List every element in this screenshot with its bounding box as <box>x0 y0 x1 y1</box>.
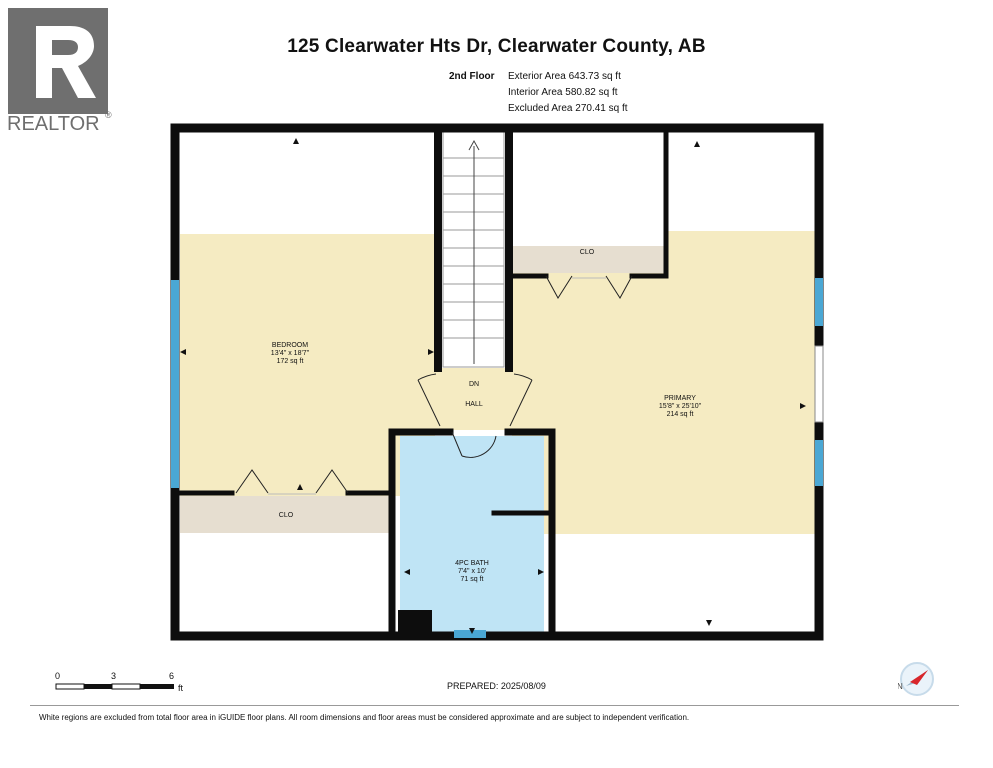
bedroom-label: BEDROOM 13'4" x 18'7" 172 sq ft <box>250 342 330 366</box>
bath-name: 4PC BATH <box>455 560 489 567</box>
scale-tick-0: 0 <box>55 671 61 681</box>
realtor-wordmark: REALTOR <box>7 113 100 135</box>
primary-label: PRIMARY 15'8" x 25'10" 214 sq ft <box>640 395 720 419</box>
closet-bedroom-fill <box>180 496 392 533</box>
hall-fill <box>418 368 533 430</box>
primary-name: PRIMARY <box>664 395 696 402</box>
bedroom-dims: 13'4" x 18'7" <box>270 350 310 357</box>
primary-window-top <box>815 278 823 326</box>
closet-primary-fill <box>512 246 666 273</box>
registered-mark: ® <box>105 110 112 120</box>
bedroom-name: BEDROOM <box>271 342 309 349</box>
page-title: 125 Clearwater Hts Dr, Clearwater County… <box>287 36 706 57</box>
scale-tick-6: 6 <box>169 671 175 681</box>
primary-dims: 15'8" x 25'10" <box>658 403 702 410</box>
doors <box>235 275 633 495</box>
closet-primary-label: CLO <box>579 249 595 256</box>
bedroom-area: 172 sq ft <box>276 358 304 365</box>
exterior-area: Exterior Area 643.73 sq ft <box>508 71 621 82</box>
svg-text:N: N <box>898 682 903 691</box>
floor-label: 2nd Floor <box>449 71 495 82</box>
primary-fill <box>512 231 815 534</box>
staircase <box>442 130 505 368</box>
footer-divider <box>30 705 959 706</box>
bath-window <box>454 630 486 638</box>
scale-tick-3: 3 <box>111 671 117 681</box>
excluded-area: Excluded Area 270.41 sq ft <box>508 103 628 114</box>
scale-bar <box>55 683 174 690</box>
hall-label: HALL <box>465 401 483 408</box>
bedroom-window <box>171 280 179 488</box>
dimension-markers <box>180 138 806 634</box>
bath-area: 71 sq ft <box>460 576 484 583</box>
scale-unit: ft <box>178 683 184 693</box>
stairs-label: DN <box>468 381 480 388</box>
interior-area: Interior Area 580.82 sq ft <box>508 87 618 98</box>
bath-dims: 7'4" x 10' <box>457 568 487 575</box>
primary-window-bottom <box>815 440 823 486</box>
bath-tub-block <box>398 610 432 632</box>
disclaimer: White regions are excluded from total fl… <box>39 713 690 722</box>
prepared-date: PREPARED: 2025/08/09 <box>447 681 546 691</box>
compass-icon: N <box>898 662 934 696</box>
bath-label: 4PC BATH 7'4" x 10' 71 sq ft <box>432 560 512 584</box>
bath-fill <box>400 436 544 632</box>
closet-bedroom-label: CLO <box>278 512 294 519</box>
primary-exterior-door <box>814 345 824 423</box>
primary-area: 214 sq ft <box>666 411 694 418</box>
realtor-logo: REALTOR ® <box>7 8 112 135</box>
